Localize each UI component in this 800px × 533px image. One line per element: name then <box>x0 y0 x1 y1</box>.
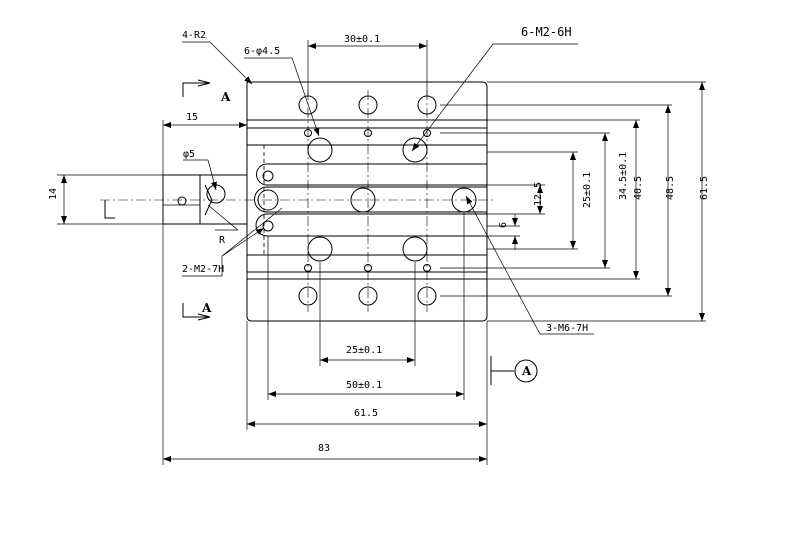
dim-v-61-5: 61.5 <box>699 176 710 200</box>
dim-v-40-5: 40.5 <box>633 176 644 200</box>
label-2-m2-7h: 2-M2-7H <box>182 264 224 275</box>
dim-14: 14 <box>48 188 59 200</box>
dim-v-34-5: 34.5±0.1 <box>618 152 629 200</box>
holes <box>257 95 477 306</box>
right-dimensions: 6 12.5 25±0.1 34.5±0.1 40.5 48.5 61.5 3-… <box>440 81 710 335</box>
section-markers: A A A <box>104 79 538 385</box>
dim-12-5: 12.5 <box>533 182 544 206</box>
left-flange <box>162 174 248 225</box>
label-4-r2: 4-R2 <box>182 30 206 41</box>
label-3-m6-7h: 3-M6-7H <box>546 323 588 334</box>
label-phi5: φ5 <box>183 149 195 160</box>
dim-b-25: 25±0.1 <box>346 345 382 356</box>
datum-a-label: A <box>521 364 532 378</box>
dim-top-pitch: 30±0.1 <box>344 34 380 45</box>
label-6-m2-6h: 6-M2-6H <box>521 25 572 39</box>
dim-6: 6 <box>498 222 509 228</box>
dim-v-48-5: 48.5 <box>665 176 676 200</box>
bottom-dimensions: 25±0.1 50±0.1 61.5 83 <box>162 212 488 465</box>
label-r: R <box>219 235 226 246</box>
dim-v-25: 25±0.1 <box>582 172 593 208</box>
dim-15: 15 <box>186 112 198 123</box>
label-6-phi4-5: 6-φ4.5 <box>244 46 280 57</box>
section-a-bottom-label: A <box>201 301 212 315</box>
dim-b-83: 83 <box>318 443 330 454</box>
center-lines <box>100 90 495 312</box>
section-a-top-label: A <box>220 90 231 104</box>
top-dimensions: 30±0.1 15 φ5 4-R2 6-φ4.5 6-M2-6H <box>162 25 578 191</box>
dim-b-61-5: 61.5 <box>354 408 378 419</box>
main-plate <box>246 81 488 322</box>
left-dimensions: 14 R 2-M2-7H <box>48 174 283 277</box>
dim-b-50: 50±0.1 <box>346 380 382 391</box>
